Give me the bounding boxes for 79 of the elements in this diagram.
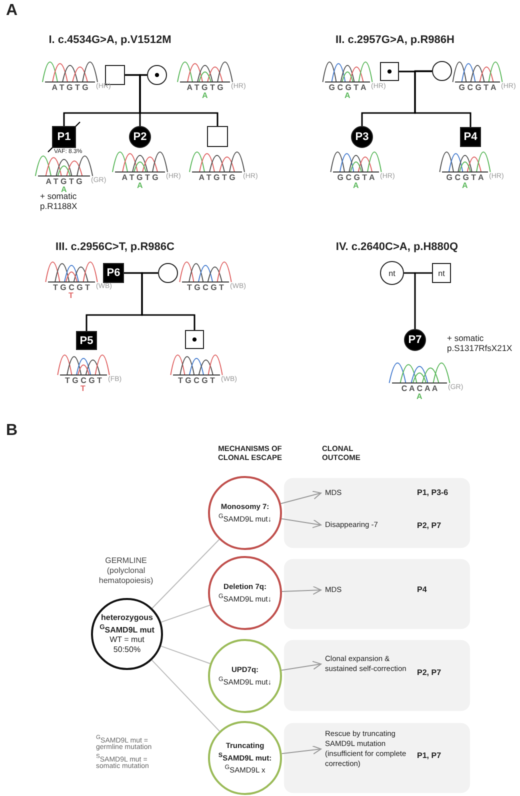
affected-square xyxy=(460,127,481,147)
panel-letter: A xyxy=(6,2,19,20)
base-sequence: A T G T G xyxy=(186,83,224,92)
arrow xyxy=(281,745,322,754)
genotype-note: nt xyxy=(388,268,396,278)
pedigree-circle xyxy=(380,261,404,285)
arrow xyxy=(281,518,322,528)
base-sequence: G C G T A xyxy=(336,173,376,182)
patient-list: P1, P3-6 xyxy=(417,488,467,497)
germline-genotype: heterozygous $^{G}$SAMD9L mut xyxy=(98,612,156,636)
pedigree-line xyxy=(414,272,432,329)
somatic-note: + somatic p.R1188X xyxy=(40,191,78,211)
connector-line xyxy=(151,660,220,732)
connector-line xyxy=(160,604,211,623)
patient-id: P6 xyxy=(106,267,120,279)
carrier-circle xyxy=(147,65,167,85)
unaffected-square xyxy=(207,126,228,147)
variant-base: A xyxy=(344,91,350,100)
patient-list: P2, P7 xyxy=(417,521,467,530)
patient-id: P5 xyxy=(80,334,94,346)
connector-line xyxy=(152,539,220,609)
arrow xyxy=(280,490,322,504)
arrow xyxy=(281,586,322,595)
affected-circle xyxy=(404,329,426,351)
variant-base: T xyxy=(68,291,74,300)
base-sequence: T G C G T xyxy=(186,283,225,292)
patient-list: P1, P7 xyxy=(417,751,467,760)
variant-base: A xyxy=(61,185,67,194)
pedigree-title: III. c.2956C>T, p.R986C xyxy=(54,241,176,253)
unaffected-circle xyxy=(158,263,178,283)
affected-square xyxy=(52,126,76,148)
pedigree-square xyxy=(432,263,451,283)
germline-heading: GERMLINE (polyclonal hematopoiesis) xyxy=(98,556,154,586)
outcome-panel xyxy=(284,478,470,548)
allele-ratio: WT = mut 50:50% xyxy=(108,635,146,656)
outcome-panel xyxy=(284,723,470,793)
base-sequence: A T G T G xyxy=(120,173,160,182)
base-sequence: T G C G T xyxy=(177,376,216,385)
pedigree-title: IV. c.2640C>A, p.H880Q xyxy=(334,241,460,253)
pedigree-title: II. c.2957G>A, p.R986H xyxy=(334,34,456,46)
affected-circle xyxy=(129,126,151,148)
connector-line xyxy=(160,646,211,664)
pedigree-line xyxy=(414,70,472,127)
base-sequence: A T G T G xyxy=(198,173,236,182)
base-sequence: T G C G T xyxy=(52,283,91,292)
genotype-note: nt xyxy=(438,268,445,278)
patient-list: P4 xyxy=(417,585,467,594)
patient-id: P1 xyxy=(57,131,71,143)
patient-list: P2, P7 xyxy=(417,668,467,677)
panel-letter: B xyxy=(6,422,19,440)
affected-square xyxy=(103,263,124,283)
affected-circle xyxy=(351,126,373,148)
base-sequence: G C G T A xyxy=(458,83,498,92)
carrier-square xyxy=(380,62,399,81)
variant-base: A xyxy=(202,91,208,100)
somatic-note: + somatic p.S1317RfsX21X xyxy=(447,333,514,353)
patient-id: P4 xyxy=(464,131,478,143)
variant-base: A xyxy=(416,392,422,401)
variant-base: A xyxy=(462,181,468,190)
arrow xyxy=(281,660,322,671)
pedigree-line xyxy=(141,272,196,330)
outcome-panel xyxy=(284,640,470,711)
base-sequence: C A C A A xyxy=(400,384,439,393)
carrier-square xyxy=(185,330,204,349)
base-sequence: A T G T G xyxy=(50,83,90,92)
patient-id: P2 xyxy=(133,131,147,143)
affected-square xyxy=(76,331,97,350)
base-sequence: G C G T A xyxy=(445,173,485,182)
pedigree-title: I. c.4534G>A, p.V1512M xyxy=(48,34,172,46)
unaffected-circle xyxy=(432,61,452,81)
base-sequence: A T G T G xyxy=(44,177,84,186)
outcome-panel xyxy=(284,559,470,629)
patient-id: P7 xyxy=(408,334,422,346)
variant-base: A xyxy=(353,181,359,190)
variant-base: T xyxy=(80,384,86,393)
base-sequence: T G C G T xyxy=(64,376,103,385)
variant-base: A xyxy=(137,181,143,190)
patient-id: P3 xyxy=(355,131,369,143)
base-sequence: G C G T A xyxy=(328,83,368,92)
